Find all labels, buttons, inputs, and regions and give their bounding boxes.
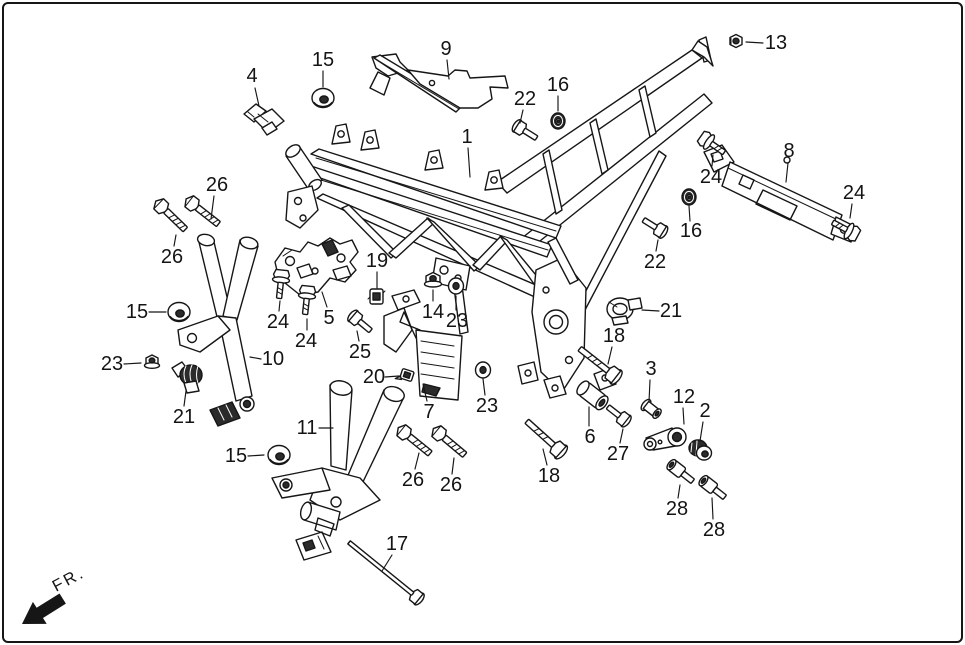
part-22-bolt-top — [509, 117, 541, 145]
part-18-bolt-bottom — [520, 414, 571, 462]
part-10-engine-hanger — [177, 233, 259, 427]
part-9-engine-guard — [369, 53, 509, 113]
part-22-bolt-right — [639, 213, 671, 241]
part-23-washer-low — [474, 361, 492, 379]
part-14-flange-nut — [423, 271, 443, 288]
part-27-bolt — [602, 400, 634, 430]
part-28-bolt-2 — [696, 473, 730, 503]
part-1-main-frame — [285, 36, 714, 399]
part-11-engine-hanger-lower — [271, 380, 405, 561]
fr-label: FR. — [49, 564, 88, 596]
part-28-bolt-1 — [664, 457, 698, 487]
part-26-bolt-1 — [150, 195, 191, 236]
part-17-long-bolt — [347, 540, 425, 606]
part-15-grommet-bottom — [267, 444, 291, 466]
part-5-bracket — [274, 237, 359, 296]
part-24-bolt-2 — [295, 284, 318, 316]
part-23-washer-mid — [447, 277, 465, 295]
part-16-grommet-right — [681, 188, 697, 206]
part-25-bolt — [345, 307, 376, 337]
part-2-bushing — [688, 439, 713, 461]
part-13-nut — [729, 33, 743, 49]
part-26-bolt-2 — [181, 192, 224, 231]
part-3-pin-bolt — [640, 398, 662, 420]
part-8-bracket — [703, 144, 857, 243]
part-15-grommet-top — [311, 87, 335, 109]
part-15-grommet-left — [167, 301, 191, 323]
part-7-guard-bracket — [383, 289, 463, 401]
part-21-clamp-right — [606, 297, 643, 326]
part-16-grommet-top — [550, 112, 566, 130]
part-12-link — [643, 427, 687, 451]
part-6-collar — [576, 380, 609, 411]
part-4-clip — [243, 103, 285, 136]
fr-direction-indicator: FR. — [22, 564, 88, 624]
part-21-clamp-left — [171, 361, 203, 394]
part-26-bolt-4 — [428, 422, 470, 461]
part-20-clip — [394, 368, 415, 382]
part-19-clip-nut — [367, 288, 386, 305]
leader-lines — [123, 41, 853, 572]
part-26-bolt-3 — [393, 421, 436, 460]
part-23-nut-left — [143, 354, 161, 369]
